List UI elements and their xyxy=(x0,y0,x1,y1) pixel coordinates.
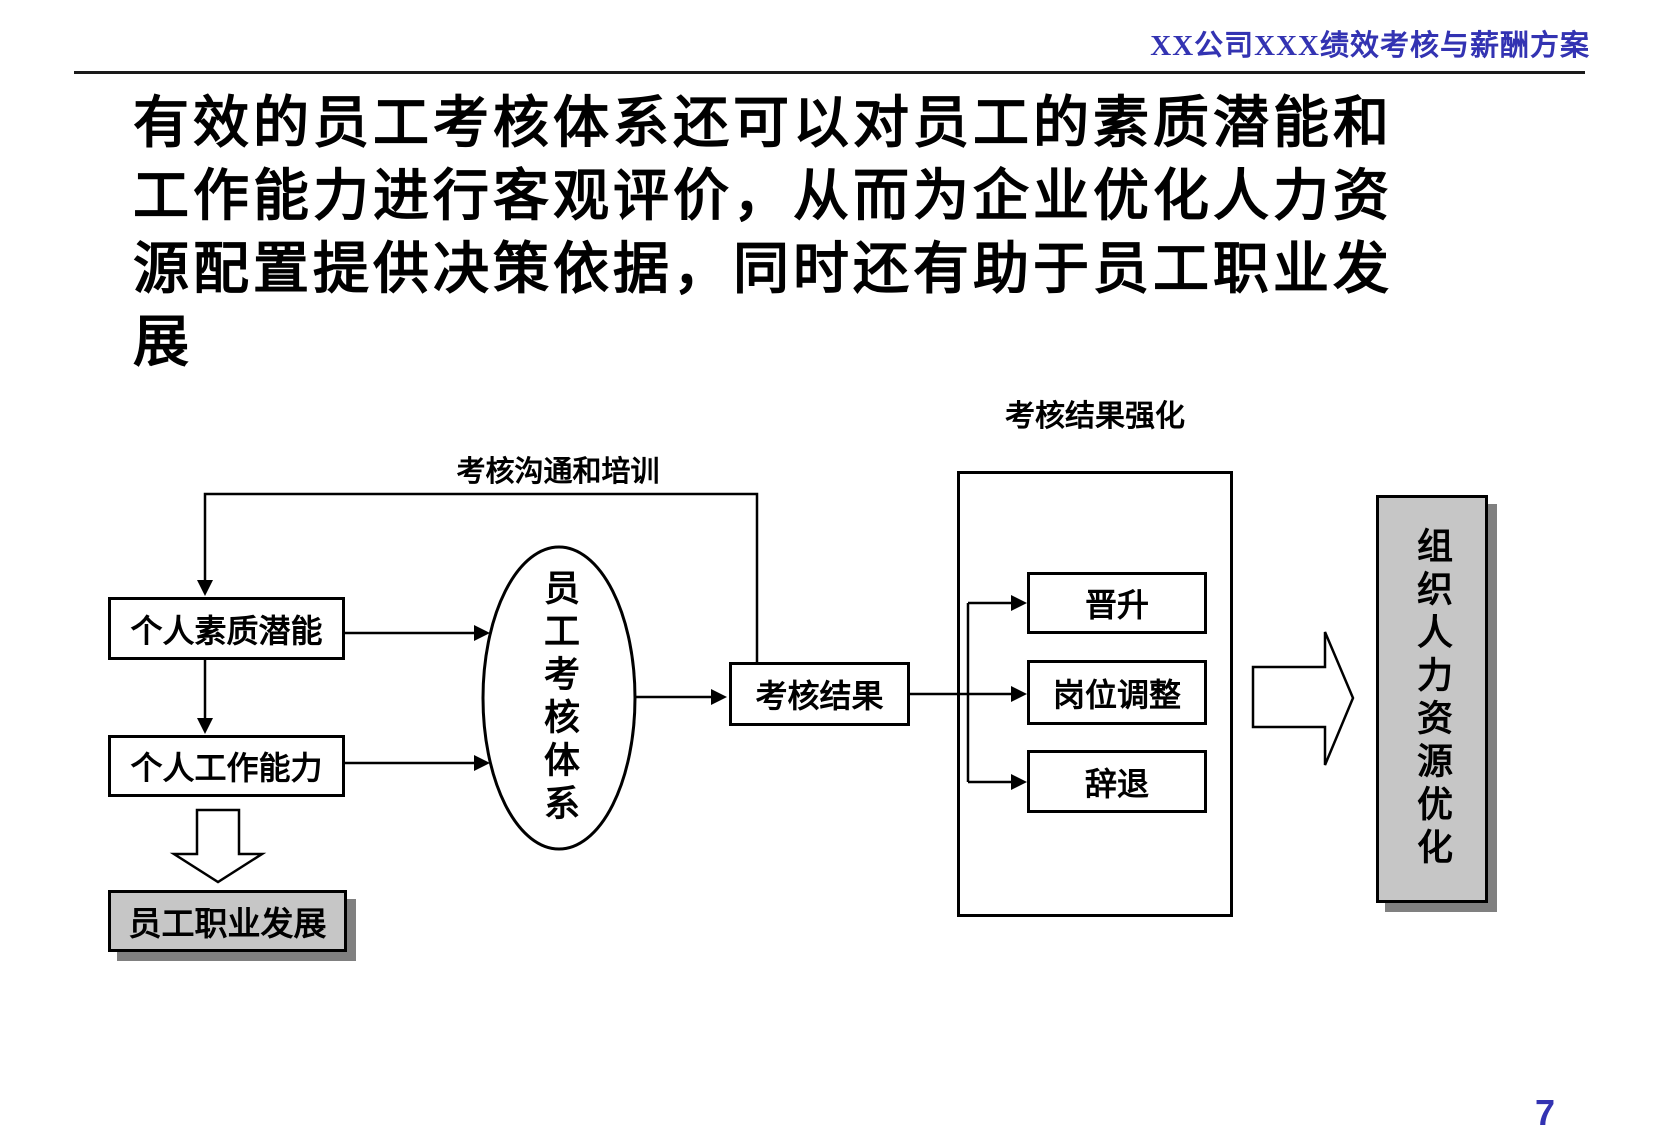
arrowhead-into-personal-ability xyxy=(197,718,213,734)
node-hr-optimization: 组织人力资源优化 xyxy=(1376,495,1488,903)
slide-body-text: 有效的员工考核体系还可以对员工的素质潜能和 工作能力进行客观评价，从而为企业优化… xyxy=(133,88,1463,380)
reinforcement-container-box xyxy=(957,471,1233,917)
block-arrow-down xyxy=(169,808,267,884)
page-number: 7 xyxy=(1534,1092,1556,1133)
label-communication-training: 考核沟通和培训 xyxy=(456,456,660,488)
body-text-line: 展 xyxy=(133,312,193,374)
node-evaluation-result: 考核结果 xyxy=(729,662,910,726)
body-text-line: 有效的员工考核体系还可以对员工的素质潜能和 xyxy=(133,93,1393,155)
header-divider xyxy=(74,71,1585,74)
node-personal-quality: 个人素质潜能 xyxy=(108,597,345,660)
node-dismissal: 辞退 xyxy=(1027,750,1207,813)
label-result-reinforcement: 考核结果强化 xyxy=(1005,400,1185,433)
arrowhead-quality-to-system xyxy=(474,625,490,641)
node-evaluation-system-label: 员工考核体系 xyxy=(539,569,580,827)
arrowhead-into-promotion xyxy=(1011,595,1027,611)
body-text-line: 工作能力进行客观评价，从而为企业优化人力资 xyxy=(133,166,1393,228)
communication-loop-connector xyxy=(203,492,759,664)
node-promotion: 晋升 xyxy=(1027,572,1207,634)
node-personal-ability: 个人工作能力 xyxy=(108,735,345,797)
slide-header-title: XX公司XXX绩效考核与薪酬方案 xyxy=(1150,30,1590,62)
arrowhead-ability-to-system xyxy=(474,755,490,771)
arrowhead-into-dismissal xyxy=(1011,774,1027,790)
block-arrow-right xyxy=(1251,631,1355,766)
arrowhead-into-evaluation-result xyxy=(711,689,727,705)
arrowhead-into-position-adjustment xyxy=(1011,686,1027,702)
node-position-adjustment: 岗位调整 xyxy=(1027,660,1207,725)
arrowhead-into-personal-quality xyxy=(197,580,213,596)
node-career-development: 员工职业发展 xyxy=(108,890,347,952)
body-text-line: 源配置提供决策依据，同时还有助于员工职业发 xyxy=(133,239,1393,301)
